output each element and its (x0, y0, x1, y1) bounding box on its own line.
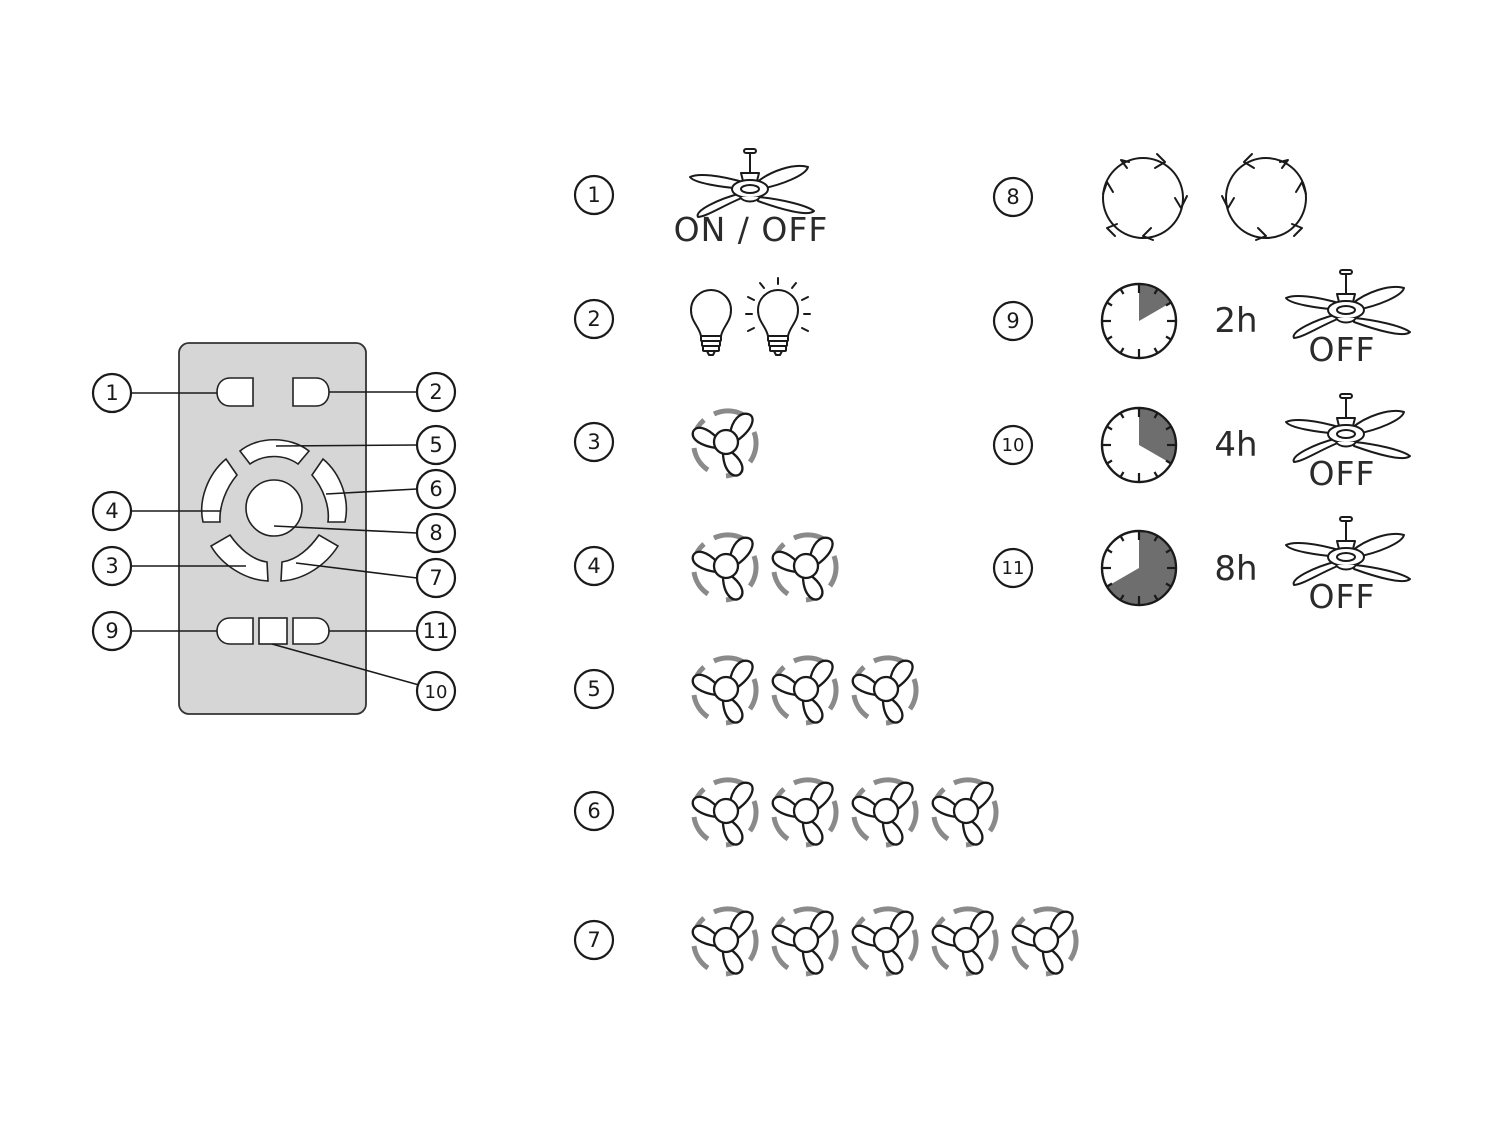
legend-number-3: 3 (587, 430, 600, 454)
rotation-clockwise-icon (1102, 153, 1188, 241)
fan-speed-icon (693, 535, 756, 600)
legend-number-8: 8 (1006, 185, 1019, 209)
rotation-counterclockwise-icon (1221, 153, 1307, 241)
ceiling-fan-icon (689, 148, 815, 218)
remote-button-1[interactable] (216, 377, 254, 407)
ceiling-fan-icon (1285, 269, 1411, 339)
legend-number-7: 7 (587, 928, 600, 952)
fan-speed-row-4 (693, 780, 996, 845)
fan-speed-icon (693, 780, 756, 845)
remote-callout-9: 9 (105, 619, 118, 643)
callout-leader-lines (131, 391, 420, 686)
fan-speed-row-3 (693, 658, 916, 723)
timer-off-label-8h: OFF (1309, 577, 1376, 616)
fan-speed-icon (933, 909, 996, 974)
legend-number-2: 2 (587, 307, 600, 331)
fan-speed-icon (693, 658, 756, 723)
legend-number-5: 5 (587, 677, 600, 701)
fan-speed-row-1 (693, 411, 756, 476)
legend-number-6: 6 (587, 799, 600, 823)
legend-number-10: 10 (1002, 435, 1025, 456)
remote-button-7[interactable] (280, 533, 340, 582)
remote-callout-5: 5 (429, 433, 442, 457)
remote-callout-1: 1 (105, 381, 118, 405)
fan-speed-icon (773, 909, 836, 974)
legend-number-11: 11 (1002, 558, 1025, 579)
remote-callout-6: 6 (429, 477, 442, 501)
remote-callout-7: 7 (429, 566, 442, 590)
fan-speed-row-5 (693, 909, 1076, 974)
remote-callout-4: 4 (105, 499, 118, 523)
remote-button-11[interactable] (292, 617, 330, 645)
fan-speed-icon (853, 780, 916, 845)
remote-button-4[interactable] (201, 457, 239, 523)
fan-speed-icon (853, 658, 916, 723)
fan-speed-icon (693, 411, 756, 476)
remote-button-10[interactable] (258, 617, 288, 645)
light-bulb-on-icon (746, 278, 810, 355)
fan-speed-icon (773, 780, 836, 845)
legend-number-1: 1 (587, 183, 600, 207)
fan-speed-icon (773, 658, 836, 723)
ceiling-fan-icon (1285, 516, 1411, 586)
ceiling-fan-icon (1285, 393, 1411, 463)
remote-callout-2: 2 (429, 380, 442, 404)
timer-off-label-2h: OFF (1309, 330, 1376, 369)
remote-callouts: 1 2 5 6 4 8 3 7 9 11 10 (91, 371, 457, 712)
remote-callout-10: 10 (425, 682, 448, 703)
light-bulb-off-icon (690, 289, 732, 356)
timer-fill-8h (1107, 532, 1176, 605)
fan-speed-icon (1013, 909, 1076, 974)
remote-button-8[interactable] (245, 479, 303, 537)
timer-off-label-4h: OFF (1309, 454, 1376, 493)
fan-speed-icon (853, 909, 916, 974)
legend-number-4: 4 (587, 554, 600, 578)
remote-button-6[interactable] (310, 457, 348, 523)
timer-label-2h: 2h (1214, 301, 1257, 341)
fan-speed-icon (693, 909, 756, 974)
legend-number-9: 9 (1006, 309, 1019, 333)
legend-on-off-label: ON / OFF (674, 210, 829, 249)
remote-callout-8: 8 (429, 521, 442, 545)
fan-speed-row-2 (693, 535, 836, 600)
timer-fill-2h (1139, 285, 1171, 321)
fan-speed-icon (773, 535, 836, 600)
remote-callout-3: 3 (105, 554, 118, 578)
timer-label-4h: 4h (1214, 425, 1257, 465)
fan-speed-icon (933, 780, 996, 845)
remote-callout-11: 11 (423, 619, 450, 643)
remote-button-9[interactable] (216, 617, 254, 645)
timer-fill-4h (1139, 409, 1175, 463)
remote-button-3[interactable] (209, 533, 269, 582)
timer-label-8h: 8h (1214, 549, 1257, 589)
remote-button-2[interactable] (292, 377, 330, 407)
